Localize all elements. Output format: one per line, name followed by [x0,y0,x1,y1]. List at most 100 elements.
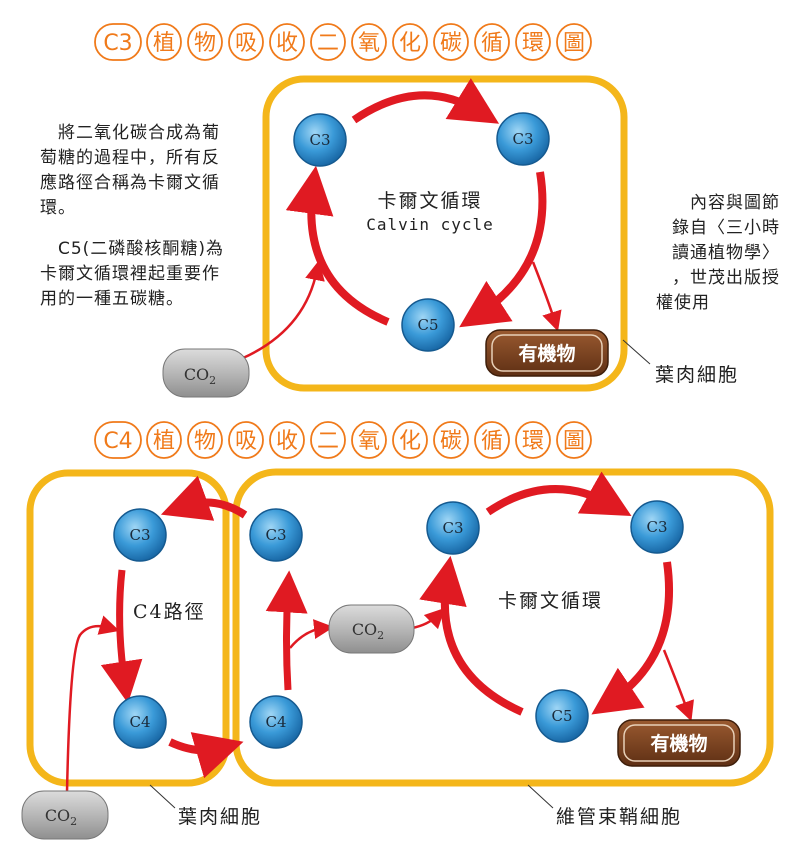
c4-arrow-c4-to-c3 [265,570,308,691]
c3-cycle-label: 卡爾文循環 Calvin cycle [360,186,500,234]
svg-text:有機物: 有機物 [518,342,575,365]
svg-text:C4: C4 [265,713,286,731]
svg-text:C3: C3 [442,519,463,537]
c4-mesophyll-cell [26,469,230,787]
c4-title-char-circle [351,421,387,459]
c4-title-char-circle [187,421,223,459]
c3-title-char-circle [269,23,305,61]
c3-cell-leader-line [622,339,651,365]
c4-bundle-node-c3: C3 [249,508,303,562]
c3-title-char-circle [351,23,387,61]
c3-title-char-circle [515,23,551,61]
c3-product-organic-matter: 有機物 [485,329,609,377]
c3-title-char: 化 [399,31,421,56]
c3-title-char: 氧 [358,31,380,56]
c3-title-char: 圖 [563,31,585,56]
c4-title-char: 碳 [440,429,462,454]
c4-title-char: 物 [194,429,216,454]
desc-p1-line4: 環。 [40,198,76,218]
c3-title-char: 物 [194,31,216,56]
desc-p2-line2: 卡爾文循環裡起重要作 [40,264,220,284]
c4-bundle-sheath-cell [232,468,774,787]
c3-title-char-circle [146,23,182,61]
c3-title-char-circle [556,23,592,61]
c4-title-char: C4 [103,429,132,454]
svg-text:CO2: CO2 [184,365,216,387]
c4-cycle-node-top-right: C3 [630,500,684,554]
svg-text:C3: C3 [129,526,150,544]
c4-title-char: 吸 [235,429,257,454]
svg-text:有機物: 有機物 [650,732,707,755]
c3-cell-label: 葉肉細胞 [655,364,740,386]
c4-title-char-circle [515,421,551,459]
c4-product-organic-matter: 有機物 [617,719,741,767]
c3-title-char: 吸 [235,31,257,56]
c4-title-char-circle [433,421,469,459]
c4-arrow-cycle-top [485,471,632,517]
c4-meso-leader-line [149,784,176,809]
c3-title-char: 碳 [440,31,462,56]
c3-node-top-right: C3 [496,112,550,166]
c4-title-char: 循 [481,429,503,454]
desc-p2-line1: C5(二磷酸核酮糖)為 [58,239,224,259]
c4-title-char-circle [269,421,305,459]
svg-text:C3: C3 [265,526,286,544]
c4-arrow-cycle-product [662,649,694,722]
c3-title-char-circle [392,23,428,61]
c4-meso-node-c3: C3 [113,508,167,562]
c3-arrow-right [459,171,547,328]
c4-cycle-label: 卡爾文循環 [498,590,604,612]
c4-title-char-circle [146,421,182,459]
c4-title-char-circle [474,421,510,459]
c4-cycle-node-bottom: C5 [535,689,589,743]
c4-co2-inner-pill: CO2 [328,604,415,654]
svg-text:C5: C5 [417,316,438,334]
c4-title-char: 收 [276,429,298,454]
c3-title-char-circle [94,23,142,61]
c4-title-char-circle [392,421,428,459]
c4-arrow-cycle-right [591,561,674,715]
c4-bundle-leader-line [527,784,554,809]
c3-title-char: C3 [103,31,132,56]
c3-title-char-circle [187,23,223,61]
c4-arrow-release-co2 [289,619,334,649]
c4-arrow-c4-transfer [168,732,244,779]
credit-line2: 錄自〈三小時 [672,218,780,238]
c3-title-char: 植 [153,31,175,56]
c3-title-char-circle [433,23,469,61]
c3-arrow-left [285,165,390,326]
c3-title-char: 收 [276,31,298,56]
c4-title-char: 環 [522,429,544,454]
c4-title-char-circle [94,421,142,459]
c3-title-char: 環 [522,31,544,56]
svg-text:C3: C3 [512,130,533,148]
c4-title-char: 圖 [563,429,585,454]
c4-title-char: 二 [317,429,339,454]
c4-bundle-node-c4: C4 [249,695,303,749]
svg-text:C5: C5 [551,707,572,725]
c3-mesophyll-cell [262,75,628,392]
c3-arrow-top [351,78,500,124]
c4-meso-cell-label: 葉肉細胞 [178,806,263,828]
c3-title-char-circle [228,23,264,61]
credit-line1: 內容與圖節 [690,193,780,213]
c4-title-char: 植 [153,429,175,454]
desc-p1-line2: 萄糖的過程中，所有反 [40,148,220,168]
c3-title-char: 循 [481,31,503,56]
c4-arrow-co2-into-meso [65,615,120,793]
svg-text:CO2: CO2 [352,620,384,642]
c3-description: 將二氧化碳合成為葡 萄糖的過程中，所有反 應路徑合稱為卡爾文循 環。 C5(二磷… [40,121,265,312]
c4-co2-outer-pill: CO2 [21,790,109,840]
c4-cycle-node-top-left: C3 [426,501,480,555]
c3-arrow-product [531,261,562,332]
svg-text:C3: C3 [646,518,667,536]
credit-line3: 讀通植物學〉 [672,243,780,263]
c4-title-char-circle [556,421,592,459]
c4-arrow-cycle-left [419,555,524,716]
credit-line5: 權使用 [656,293,710,313]
c4-meso-node-c4: C4 [113,695,167,749]
svg-text:C3: C3 [309,131,330,149]
c3-title-char: 二 [317,31,339,56]
